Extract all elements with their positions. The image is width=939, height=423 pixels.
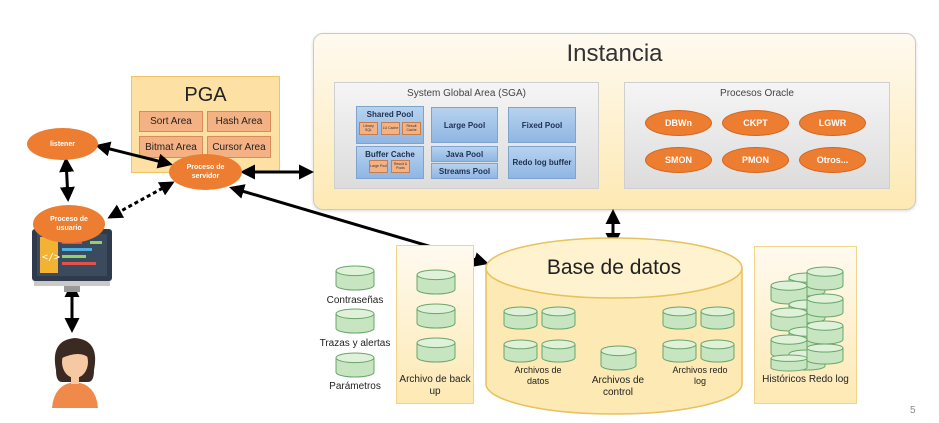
buffer-sub-2: Result & Pools	[391, 160, 410, 173]
pga-sort-area: Sort Area	[139, 111, 203, 132]
shared-pool-label: Shared Pool	[366, 110, 414, 119]
svg-text:</>: </>	[42, 252, 60, 263]
pga-hash-area: Hash Area	[207, 111, 271, 132]
instancia-title: Instancia	[566, 40, 663, 67]
listener-node: listener	[27, 128, 98, 160]
large-pool-box: Large Pool	[431, 107, 498, 143]
process-smon: SMON	[645, 147, 712, 173]
sga-title: System Global Area (SGA)	[407, 88, 526, 99]
process-pmon: PMON	[722, 147, 789, 173]
arrow-listener-user	[59, 157, 75, 202]
page-number: 5	[910, 405, 916, 416]
buffer-sub-1: Large Pool	[369, 160, 388, 173]
archivos-control-label: Archivos de control	[591, 375, 645, 398]
buffer-cache-label: Buffer Cache	[365, 150, 415, 159]
archivos-datos-label: Archivos de datos	[514, 365, 562, 386]
fixed-pool-box: Fixed Pool	[508, 107, 576, 143]
process-lgwr: LGWR	[799, 110, 866, 136]
proceso-usuario-node: Proceso de usuario	[33, 205, 105, 243]
pga-cursor-area: Cursor Area	[207, 136, 271, 158]
process-dbwn: DBWn	[645, 110, 712, 136]
backup-label: Archivo de back up	[399, 374, 471, 397]
streams-pool-box: Streams Pool	[431, 163, 498, 179]
trazas-label: Trazas y alertas	[319, 338, 391, 349]
base-de-datos-label: Base de datos	[546, 256, 682, 279]
proceso-servidor-node: Proceso de servidor	[169, 154, 242, 190]
process-ckpt: CKPT	[722, 110, 789, 136]
java-pool-box: Java Pool	[431, 146, 498, 162]
arrow-user-server-dotted	[107, 181, 175, 219]
process-otros: Otros...	[799, 147, 866, 173]
pga-title: PGA	[184, 84, 227, 106]
arrow-listener-server	[95, 141, 173, 169]
redo-log-buffer-box: Redo log buffer	[508, 146, 576, 179]
historicos-label: Históricos Redo log	[762, 374, 849, 385]
user-avatar-icon	[52, 338, 98, 408]
base-de-datos-cylinder	[485, 237, 743, 415]
parametros-label: Parámetros	[329, 381, 381, 392]
contrasenas-label: Contraseñas	[326, 295, 384, 306]
archivos-redo-label: Archivos redo log	[672, 365, 728, 386]
procesos-title: Procesos Oracle	[720, 88, 794, 99]
shared-sub-1: Library SQL	[359, 122, 378, 135]
shared-sub-2: LU Cache	[381, 122, 400, 135]
buffer-cache-box: Buffer Cache	[356, 146, 424, 179]
computer-icon: </>	[32, 229, 112, 292]
shared-sub-3: Result Cache	[402, 122, 421, 135]
